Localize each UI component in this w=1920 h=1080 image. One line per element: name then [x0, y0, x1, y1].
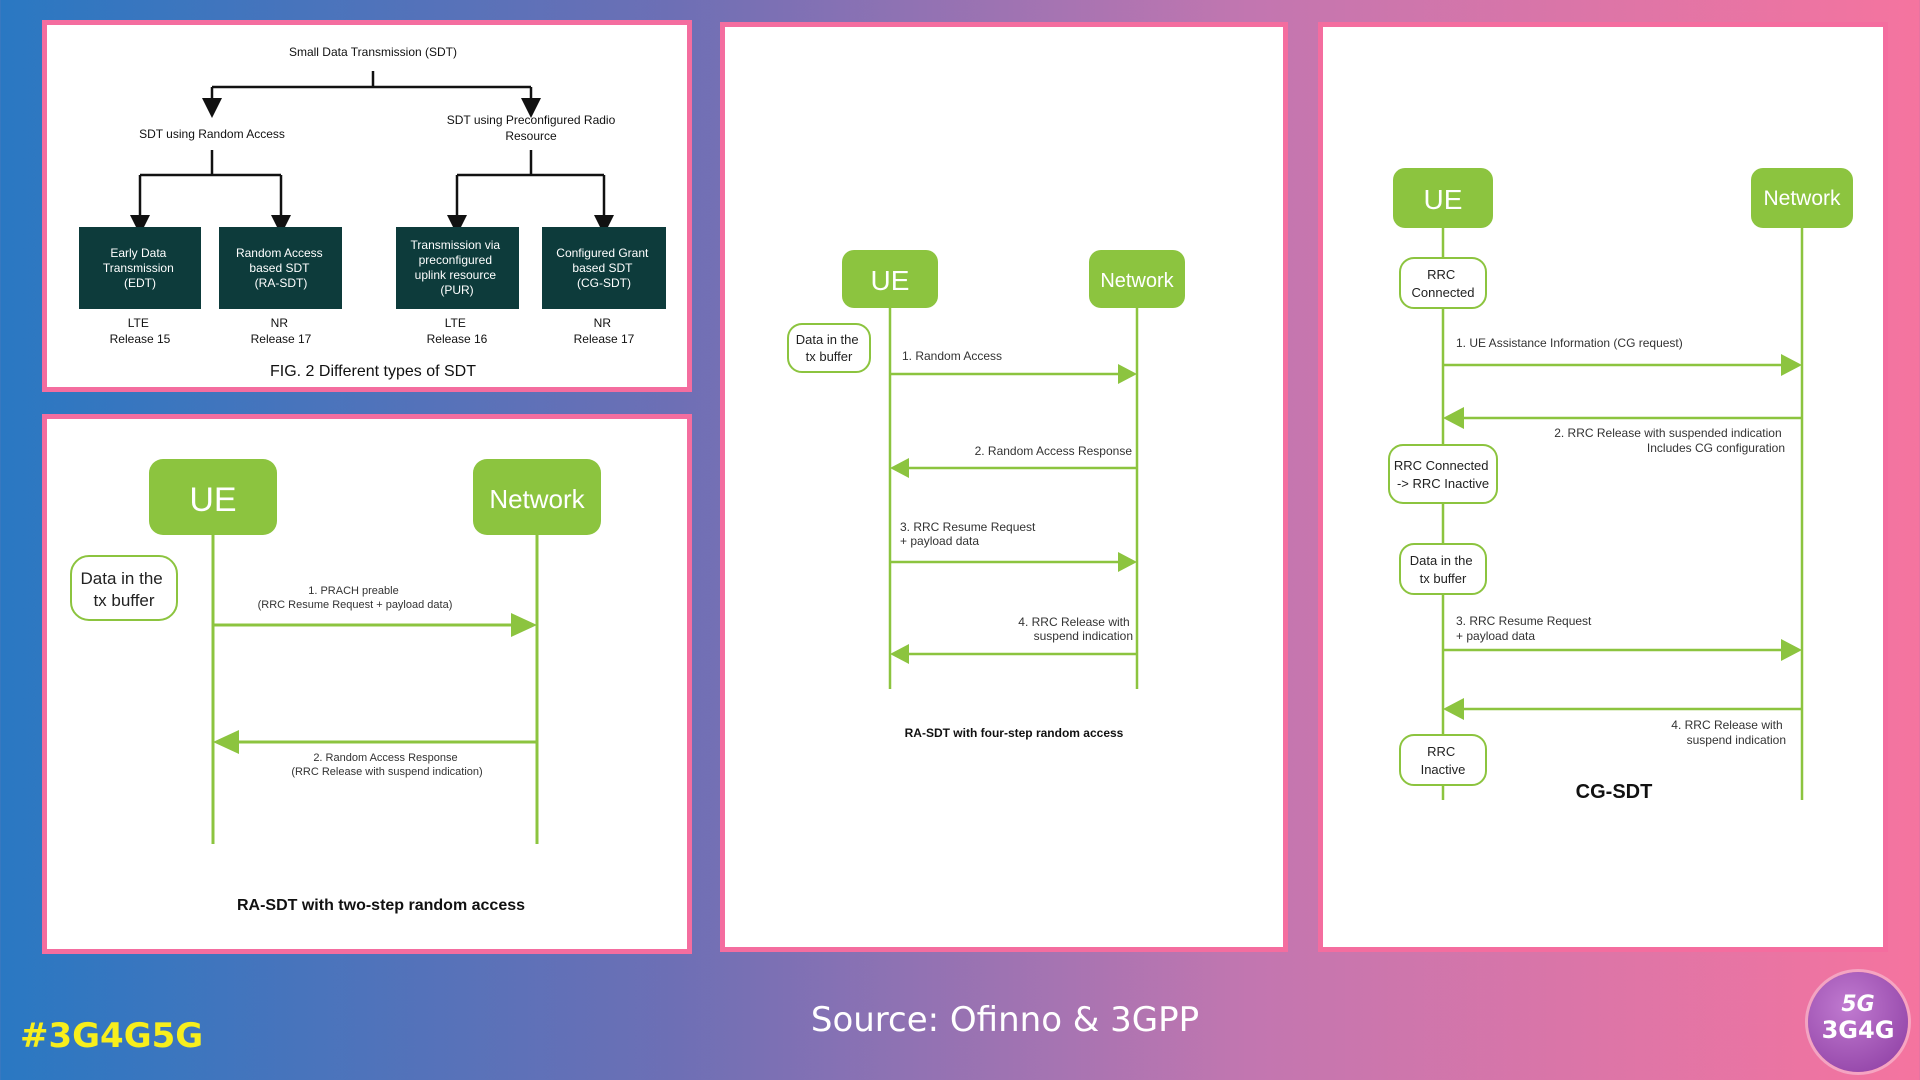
msg1-label: 1. PRACH preable (RRC Resume Request + p… [258, 585, 453, 611]
network-node-label: Network [489, 484, 585, 514]
msg2-label: 2. RRC Release with suspended indication… [1554, 426, 1785, 455]
msg3-arrowhead [1118, 552, 1137, 572]
four-step-caption: RA-SDT with four-step random access [905, 726, 1124, 740]
network-node-label: Network [1763, 187, 1841, 210]
msg4-arrowhead [1443, 698, 1464, 720]
tx-buffer-note [787, 323, 871, 373]
ue-node [842, 250, 938, 308]
edt-box [79, 227, 201, 309]
edt-release: LTE Release 15 [110, 316, 171, 346]
rrc-transition-state-text: RRC Connected -> RRC Inactive [1394, 458, 1492, 491]
ue-node-label: UE [871, 265, 910, 296]
msg1-label: 1. UE Assistance Information (CG request… [1456, 336, 1683, 350]
ra-sdt-box [219, 227, 342, 309]
sdt-left-branch-label: SDT using Random Access [139, 127, 285, 141]
msg2-arrowhead [213, 730, 239, 754]
rrc-connected-state-text: RRC Connected [1412, 267, 1475, 300]
msg4-label: 4. RRC Release with suspend indication [1671, 718, 1786, 747]
rrc-transition-state [1388, 444, 1498, 504]
source-label: Source: Ofinno & 3GPP [810, 1000, 1200, 1040]
brand-logo: 5G 3G4G [1808, 972, 1908, 1072]
msg1-arrowhead [1781, 354, 1802, 376]
tx-buffer-note-text: Data in the tx buffer [1410, 553, 1477, 586]
logo-bottom-text: 3G4G [1821, 1016, 1895, 1044]
fig2-caption: FIG. 2 Different types of SDT [270, 363, 476, 380]
four-step-panel: UE Network Data in the tx buffer 1. Rand… [720, 22, 1288, 952]
msg4-label: 4. RRC Release with suspend indication [1018, 615, 1133, 643]
msg1-label: 1. Random Access [902, 349, 1002, 363]
cg-sdt-diagram: UE Network RRC Connected 1. UE Assistanc… [1388, 168, 1853, 803]
msg2-label: 2. Random Access Response [975, 444, 1133, 458]
ra-sdt-release: NR Release 17 [251, 316, 312, 346]
logo-top-text: 5G [1841, 992, 1875, 1017]
two-step-panel: UE Network Data in the tx buffer 1. PRAC… [42, 414, 692, 954]
msg3-arrowhead [1781, 639, 1802, 661]
msg2-arrowhead [890, 458, 909, 478]
cg-sdt-panel: UE Network RRC Connected 1. UE Assistanc… [1318, 22, 1888, 952]
network-node [1751, 168, 1853, 228]
sdt-types-diagram: Small Data Transmission (SDT) SDT using … [79, 45, 666, 380]
rrc-connected-state [1399, 257, 1487, 309]
two-step-diagram: UE Network Data in the tx buffer 1. PRAC… [70, 459, 601, 914]
sdt-types-panel: Small Data Transmission (SDT) SDT using … [42, 20, 692, 392]
sdt-root-label: Small Data Transmission (SDT) [289, 45, 457, 59]
msg2-label: 2. Random Access Response (RRC Release w… [291, 752, 482, 778]
tx-buffer-note-text: Data in the tx buffer [81, 569, 168, 610]
msg3-label: 3. RRC Resume Request + payload data [1456, 614, 1595, 643]
edt-box-text: Early Data Transmission (EDT) [103, 246, 177, 290]
pur-box [396, 227, 519, 309]
msg2-arrowhead [1443, 407, 1464, 429]
sdt-right-branch-label: SDT using Preconfigured Radio [447, 113, 616, 127]
tx-buffer-note [1399, 543, 1487, 595]
msg4-arrowhead [890, 644, 909, 664]
rrc-inactive-state [1399, 734, 1487, 786]
ue-node-label: UE [189, 481, 236, 519]
sdt-right-branch-label-2: Resource [505, 129, 557, 143]
tx-buffer-note-text: Data in the tx buffer [796, 332, 863, 364]
msg3-label: 3. RRC Resume Request + payload data [900, 520, 1039, 548]
network-node [473, 459, 601, 535]
cg-sdt-box [542, 227, 666, 309]
pur-box-text: Transmission via preconfigured uplink re… [411, 238, 504, 297]
msg1-arrowhead [1118, 364, 1137, 384]
network-node [1089, 250, 1185, 308]
ue-node-label: UE [1424, 184, 1463, 215]
pur-release: LTE Release 16 [427, 316, 488, 346]
ue-node [1393, 168, 1493, 228]
cg-sdt-caption: CG-SDT [1576, 781, 1653, 803]
cg-sdt-release: NR Release 17 [574, 316, 635, 346]
msg1-arrowhead [511, 613, 537, 637]
rrc-inactive-state-text: RRC Inactive [1421, 744, 1466, 777]
network-node-label: Network [1100, 270, 1174, 292]
two-step-caption: RA-SDT with two-step random access [237, 897, 525, 914]
four-step-diagram: UE Network Data in the tx buffer 1. Rand… [787, 250, 1185, 740]
tx-buffer-note [70, 555, 178, 621]
ra-sdt-box-text: Random Access based SDT (RA-SDT) [236, 246, 326, 290]
cg-sdt-box-text: Configured Grant based SDT (CG-SDT) [556, 246, 651, 290]
ue-node [149, 459, 277, 535]
hashtag-label: #3G4G5G [20, 1016, 204, 1056]
